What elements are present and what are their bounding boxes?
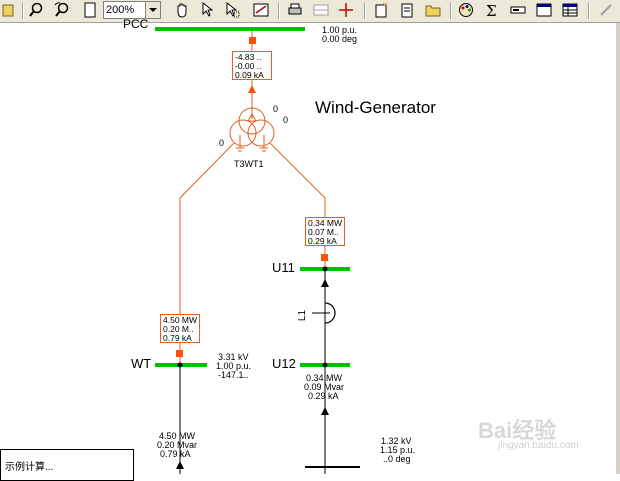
- new-icon[interactable]: [373, 2, 389, 18]
- pcc-voltage: 1.00 p.u.: [322, 25, 358, 35]
- transformer-icon[interactable]: [229, 107, 275, 152]
- flow-value: 0.34 MW: [308, 218, 343, 228]
- table-icon[interactable]: [562, 2, 578, 18]
- bottom-kv: 1.32 kV: [381, 436, 412, 446]
- flow-value: -0.00 ..: [235, 61, 262, 71]
- watermark: Bai经验: [478, 418, 557, 443]
- flow-value: 0.29 kA: [308, 236, 337, 246]
- diagram-lines: [155, 27, 360, 474]
- flow-value: 0.79 kA: [163, 333, 192, 343]
- measure-icon[interactable]: [253, 2, 269, 18]
- panel-text: 示例计算...: [5, 462, 54, 473]
- flow-box-top[interactable]: -4.83 .. -0.00 .. 0.09 kA: [232, 51, 272, 80]
- breaker-u11[interactable]: [321, 254, 328, 261]
- pcc-label: PCC: [123, 17, 149, 31]
- zoom-out-icon[interactable]: [54, 2, 70, 18]
- flow-value: 4.50 MW: [163, 315, 198, 325]
- u12-label: U12: [272, 356, 296, 371]
- zoom-select[interactable]: 200%: [103, 1, 161, 19]
- pen-icon[interactable]: [598, 2, 614, 18]
- wt-label: WT: [131, 356, 152, 371]
- document-icon[interactable]: [399, 2, 415, 18]
- transformer-label: T3WT1: [234, 159, 264, 169]
- tap-value: 0: [219, 138, 225, 148]
- pan-hand-icon[interactable]: [174, 2, 190, 18]
- flow-value: -4.83 ..: [235, 52, 262, 62]
- scrollbar[interactable]: [616, 23, 620, 474]
- u11-label: U11: [272, 260, 295, 275]
- arrow-up-icon: [321, 407, 329, 415]
- select-area-icon[interactable]: [224, 2, 240, 18]
- sigma-icon[interactable]: Σ: [484, 2, 500, 18]
- u12-flow-mw: 0.34 MW: [306, 373, 343, 383]
- breaker-pcc[interactable]: [249, 37, 256, 44]
- print-icon[interactable]: [287, 2, 303, 18]
- select-icon[interactable]: [200, 2, 216, 18]
- watermark-sub: jingyan.baidu.com: [498, 440, 579, 451]
- u12-flow-mvar: 0.09 Mvar: [304, 382, 345, 392]
- palette-icon[interactable]: [458, 2, 474, 18]
- flow-value: 0.09 kA: [235, 70, 264, 80]
- wt-pu: 1.00 p.u.: [216, 361, 252, 371]
- wt-flow-mvar: 0.20 Mvar: [157, 440, 198, 450]
- toolbar: 200% Σ: [0, 0, 620, 23]
- flow-value: 0.20 M..: [163, 324, 194, 334]
- bottom-deg: ..0 deg: [383, 454, 411, 464]
- pcc-angle: 0.00 deg: [322, 34, 358, 44]
- wt-flow-mw: 4.50 MW: [159, 431, 196, 441]
- bar-icon[interactable]: [510, 2, 526, 18]
- u12-flow-ka: 0.29 kA: [308, 391, 339, 401]
- window-icon[interactable]: [536, 2, 552, 18]
- arrow-up-icon: [321, 279, 329, 287]
- page-icon[interactable]: [82, 2, 98, 18]
- add-node-icon[interactable]: [338, 2, 354, 18]
- zoom-value: 200%: [106, 4, 135, 16]
- wt-flow-ka: 0.79 kA: [160, 449, 191, 459]
- folder-icon[interactable]: [425, 2, 441, 18]
- grid-icon[interactable]: [313, 2, 329, 18]
- arrow-up-icon: [248, 85, 256, 93]
- bottom-pu: 1.15 p.u.: [380, 445, 416, 455]
- breaker-wt[interactable]: [176, 350, 183, 357]
- flow-value: 0.07 M..: [308, 227, 339, 237]
- zoom-in-icon[interactable]: [28, 2, 44, 18]
- tap-value: 0: [273, 104, 279, 114]
- flow-box-right[interactable]: 0.34 MW 0.07 M.. 0.29 kA: [305, 217, 345, 246]
- wt-deg: -147.1..: [218, 370, 249, 380]
- diagram-title: Wind-Generator: [315, 98, 436, 117]
- l1-label: L1: [297, 309, 309, 322]
- info-panel: 示例计算...: [0, 449, 134, 481]
- arrow-up-icon: [176, 461, 184, 469]
- flow-box-left[interactable]: 4.50 MW 0.20 M.. 0.79 kA: [160, 314, 200, 343]
- chevron-down-icon[interactable]: [145, 2, 160, 18]
- pcc-bus[interactable]: [155, 27, 305, 31]
- reactor-icon[interactable]: [324, 302, 336, 324]
- open-icon[interactable]: [2, 2, 18, 18]
- tap-value: 0: [283, 115, 289, 125]
- diagram-canvas[interactable]: PCC 1.00 p.u. 0.00 deg -4.83 .. -0.00 ..…: [0, 17, 620, 474]
- svg-text:Σ: Σ: [486, 2, 497, 18]
- wt-kv: 3.31 kV: [218, 352, 249, 362]
